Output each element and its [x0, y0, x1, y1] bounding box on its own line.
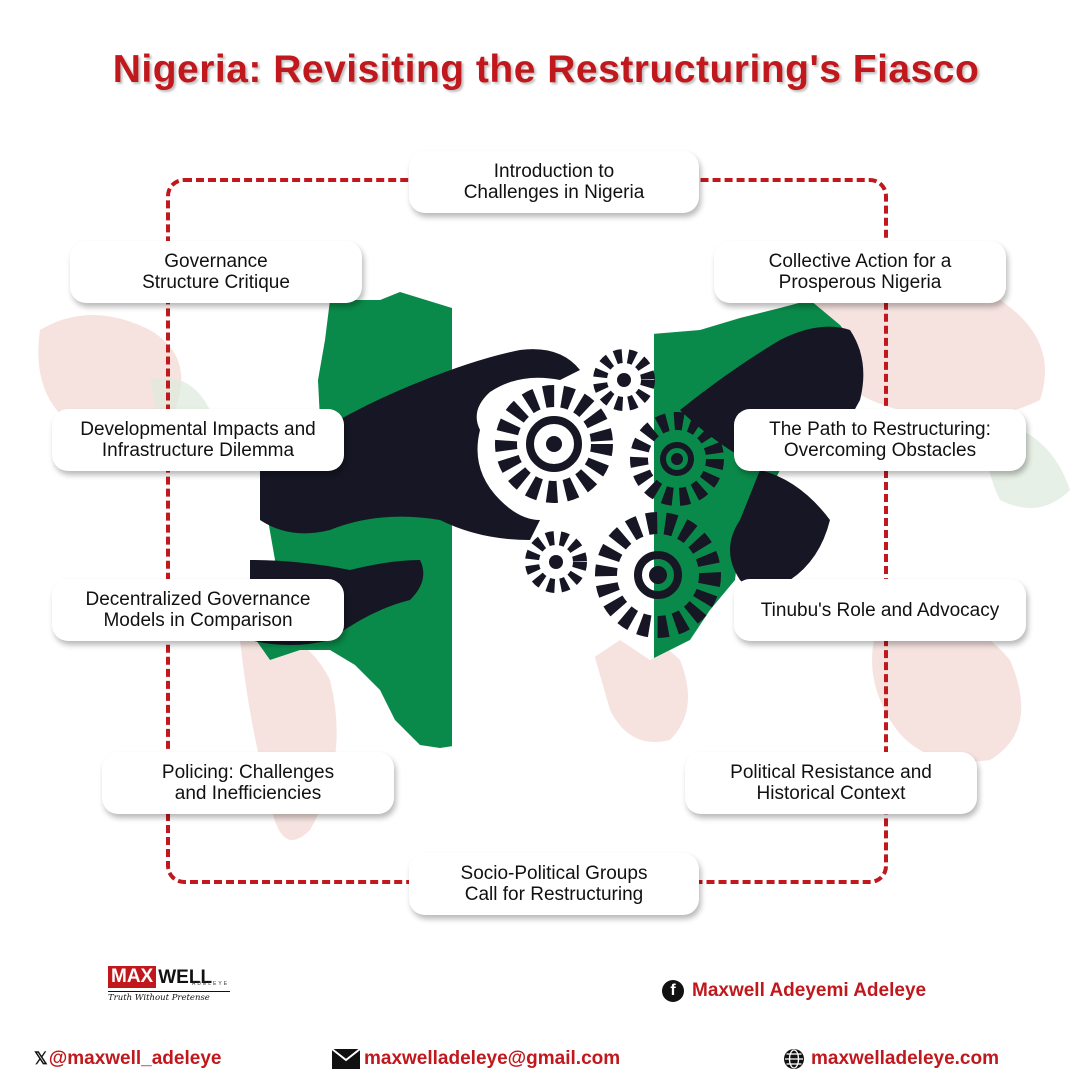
page-title: Nigeria: Revisiting the Restructuring's …: [112, 48, 980, 91]
mail-icon: [331, 1048, 361, 1069]
logo-subtext: ADELEYE: [192, 981, 230, 987]
topic-socio-political-groups: Socio-Political Groups Call for Restruct…: [409, 853, 699, 915]
topic-path-to-restructuring: The Path to Restructuring: Overcoming Ob…: [734, 409, 1026, 471]
x-icon: 𝕏: [34, 1049, 48, 1068]
topic-policing: Policing: Challenges and Inefficiencies: [102, 752, 394, 814]
facebook-link[interactable]: f Maxwell Adeyemi Adeleye: [662, 980, 926, 1002]
topic-developmental-impacts: Developmental Impacts and Infrastructure…: [52, 409, 344, 471]
facebook-icon: f: [662, 980, 684, 1002]
twitter-handle: @maxwell_adeleye: [48, 1048, 222, 1069]
globe-icon: [784, 1049, 804, 1069]
topic-decentralized-governance: Decentralized Governance Models in Compa…: [52, 579, 344, 641]
logo-well-text: WELL: [158, 967, 213, 988]
twitter-link[interactable]: 𝕏 @maxwell_adeleye: [34, 1048, 221, 1070]
email-address: maxwelladeleye@gmail.com: [364, 1048, 621, 1069]
maxwell-logo: MAX WELL ADELEYE Truth Without Pretense: [108, 966, 238, 1006]
website-link[interactable]: maxwelladeleye.com: [783, 1048, 999, 1070]
logo-max-text: MAX: [108, 966, 157, 988]
email-link[interactable]: maxwelladeleye@gmail.com: [331, 1048, 620, 1070]
topic-governance-structure: Governance Structure Critique: [70, 241, 362, 303]
topic-political-resistance: Political Resistance and Historical Cont…: [685, 752, 977, 814]
topic-collective-action: Collective Action for a Prosperous Niger…: [714, 241, 1006, 303]
website-url: maxwelladeleye.com: [811, 1048, 999, 1069]
topic-tinubu-role: Tinubu's Role and Advocacy: [734, 579, 1026, 641]
topic-introduction: Introduction to Challenges in Nigeria: [409, 151, 699, 213]
facebook-name: Maxwell Adeyemi Adeleye: [692, 980, 927, 1001]
logo-tagline: Truth Without Pretense: [108, 991, 230, 1003]
